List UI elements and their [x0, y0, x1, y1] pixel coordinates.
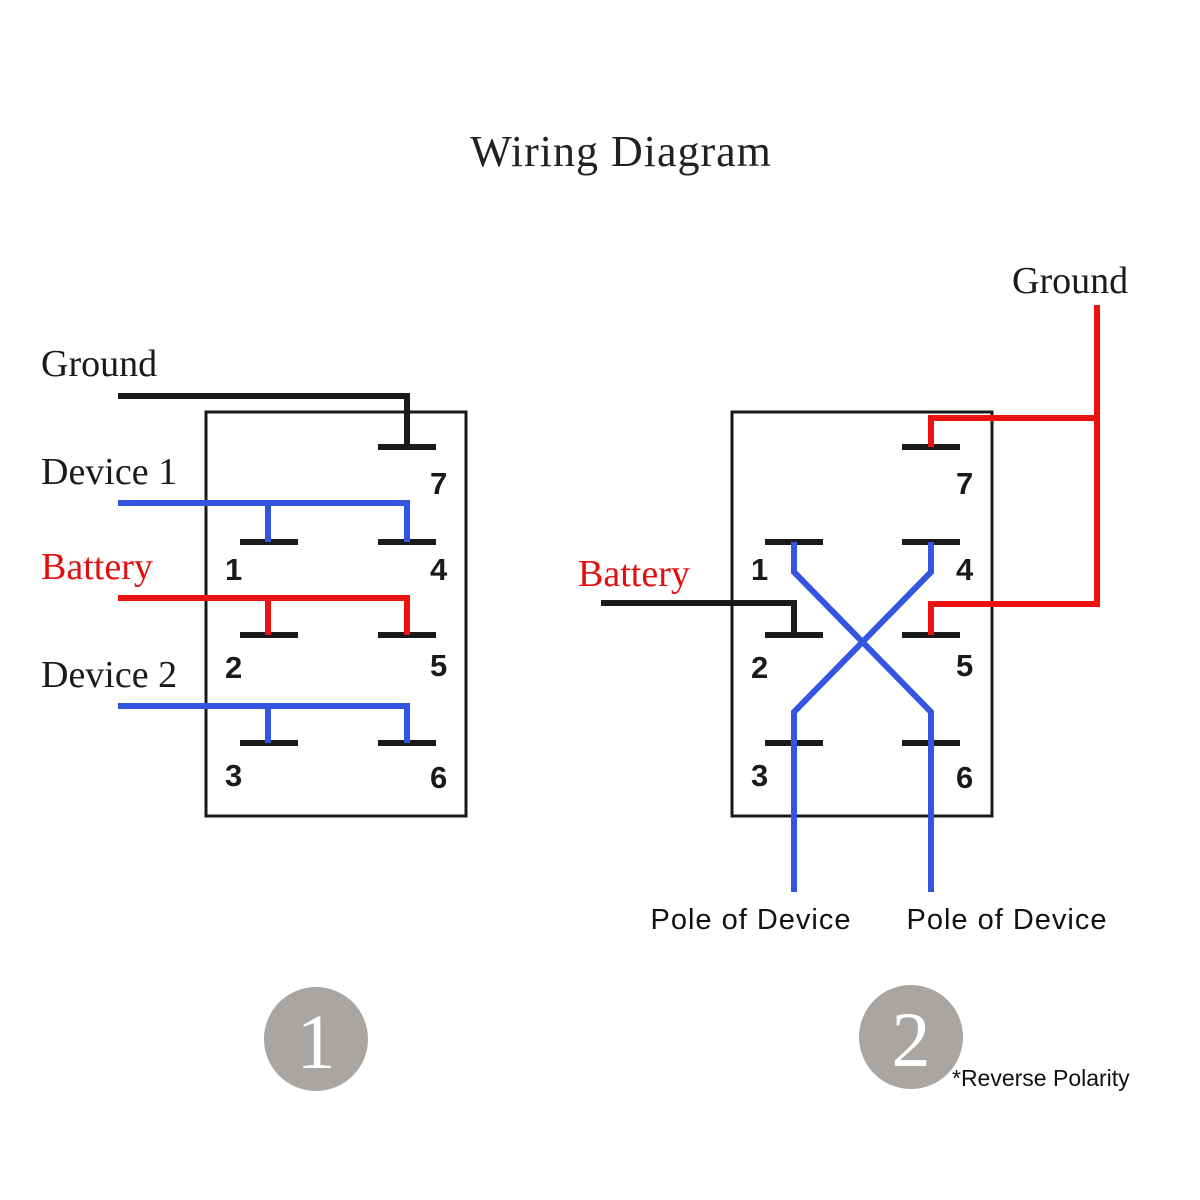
pin-label-3: 3 — [225, 758, 242, 793]
ground-wire-2 — [928, 305, 1100, 635]
device1-wire — [118, 500, 410, 542]
device1-label: Device 1 — [41, 451, 177, 493]
pin-label-2: 2 — [751, 650, 768, 685]
battery-wire-2 — [601, 600, 797, 635]
diagram-1-badge — [264, 987, 368, 1091]
pin-label-7: 7 — [956, 466, 973, 501]
pole-wire-left — [791, 542, 934, 892]
pole-label-left: Pole of Device — [651, 904, 852, 936]
pin-label-4: 4 — [430, 552, 448, 587]
pin-label-6: 6 — [956, 760, 973, 795]
ground-branch-to-7 — [928, 415, 1097, 447]
battery-label-1: Battery — [41, 546, 153, 588]
pin-label-1: 1 — [751, 552, 768, 587]
pin-label-5: 5 — [430, 648, 447, 683]
ground-label-1: Ground — [41, 343, 157, 385]
diagram-1: Ground Device 1 Battery Device 2 7 1 4 2… — [41, 343, 468, 1091]
ground-wire-1 — [118, 393, 410, 447]
pin-label-5: 5 — [956, 648, 973, 683]
page-title: Wiring Diagram — [470, 127, 772, 176]
pin-label-4: 4 — [956, 552, 974, 587]
switch-body-1 — [204, 410, 468, 818]
ground-label-2: Ground — [1012, 260, 1128, 302]
pin-label-2: 2 — [225, 650, 242, 685]
pole-label-right: Pole of Device — [907, 904, 1108, 936]
pin-label-3: 3 — [751, 758, 768, 793]
diagram-1-badge-number: 1 — [297, 998, 336, 1085]
diagram-2: Ground Battery 7 1 4 2 5 3 6 Pole of Dev… — [578, 260, 1130, 1091]
pin-label-1: 1 — [225, 552, 242, 587]
device2-wire — [118, 703, 410, 743]
battery-label-2: Battery — [578, 553, 690, 595]
pin-label-6: 6 — [430, 760, 447, 795]
pin-label-7: 7 — [430, 466, 447, 501]
reverse-polarity-note: *Reverse Polarity — [952, 1065, 1130, 1091]
battery-wire-1 — [118, 595, 410, 635]
diagram-2-badge — [859, 985, 963, 1089]
diagram-2-badge-number: 2 — [892, 996, 931, 1083]
device2-label: Device 2 — [41, 654, 177, 696]
switch-body-2 — [730, 410, 994, 818]
